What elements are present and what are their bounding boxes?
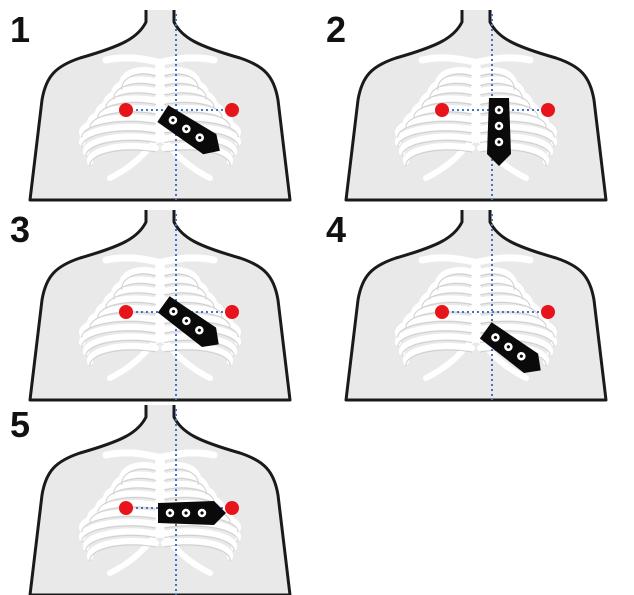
panel-label: 4 bbox=[326, 212, 346, 248]
panel-5: 5 bbox=[10, 405, 310, 595]
clavicle-left bbox=[422, 58, 474, 62]
right-nipple-marker bbox=[225, 103, 239, 117]
clavicle-right bbox=[478, 258, 530, 262]
right-nipple-marker bbox=[225, 305, 239, 319]
right-nipple-marker bbox=[541, 103, 555, 117]
electrode-patch bbox=[158, 501, 226, 525]
chest-diagram bbox=[326, 10, 626, 200]
electrode-contact-center bbox=[497, 124, 500, 127]
left-nipple-marker bbox=[119, 103, 133, 117]
left-nipple-marker bbox=[435, 305, 449, 319]
chest-diagram bbox=[10, 10, 310, 200]
electrode-contact-center bbox=[184, 511, 187, 514]
clavicle-right bbox=[162, 453, 214, 457]
chest-diagram bbox=[10, 210, 310, 400]
panel-label: 5 bbox=[10, 407, 30, 443]
electrode-contact-center bbox=[497, 108, 500, 111]
electrode-patch bbox=[487, 98, 511, 166]
clavicle-right bbox=[478, 58, 530, 62]
clavicle-left bbox=[106, 453, 158, 457]
panel-label: 2 bbox=[326, 12, 346, 48]
clavicle-left bbox=[422, 258, 474, 262]
panel-label: 1 bbox=[10, 12, 30, 48]
clavicle-left bbox=[106, 258, 158, 262]
electrode-contact-center bbox=[200, 511, 203, 514]
panel-1: 1 bbox=[10, 10, 310, 200]
panel-2: 2 bbox=[326, 10, 626, 200]
clavicle-right bbox=[162, 58, 214, 62]
electrode-contact-center bbox=[497, 140, 500, 143]
right-nipple-marker bbox=[225, 501, 239, 515]
panel-3: 3 bbox=[10, 210, 310, 400]
panel-label: 3 bbox=[10, 212, 30, 248]
right-nipple-marker bbox=[541, 305, 555, 319]
chest-diagram bbox=[326, 210, 626, 400]
left-nipple-marker bbox=[119, 501, 133, 515]
clavicle-right bbox=[162, 258, 214, 262]
electrode-contact-center bbox=[168, 511, 171, 514]
panel-4: 4 bbox=[326, 210, 626, 400]
clavicle-left bbox=[106, 58, 158, 62]
left-nipple-marker bbox=[435, 103, 449, 117]
left-nipple-marker bbox=[119, 305, 133, 319]
chest-diagram bbox=[10, 405, 310, 595]
